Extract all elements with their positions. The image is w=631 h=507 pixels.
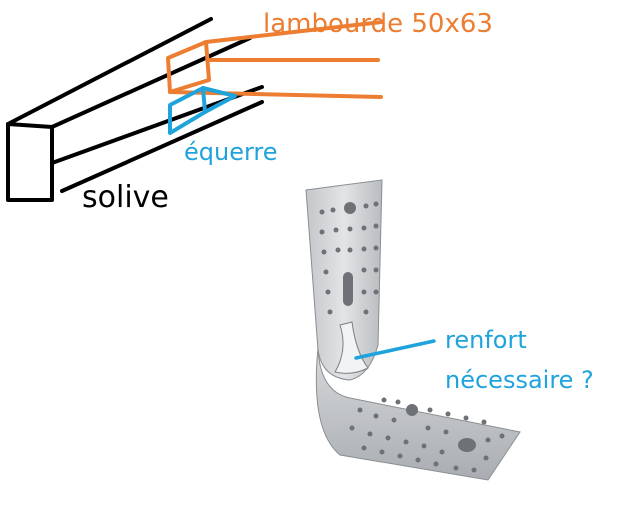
lambourde-top-edge [204, 20, 384, 44]
label-solive: solive [82, 180, 169, 215]
joist-sketch [6, 17, 264, 202]
label-renfort: renfort [445, 326, 527, 354]
bracket-rib [334, 321, 369, 374]
horizontal-leg-holes [349, 397, 505, 473]
bracket-fold [201, 86, 207, 114]
reinforcement-pointer [354, 339, 436, 360]
lambourde-end [166, 40, 211, 94]
label-necessaire: nécessaire ? [445, 366, 594, 394]
joist-end-face [6, 122, 54, 202]
label-equerre: équerre [184, 138, 278, 166]
bracket-sketch [168, 86, 237, 135]
vertical-leg-holes [319, 201, 379, 315]
vertical-slot [343, 272, 353, 306]
joist-top-edge-2 [50, 36, 252, 129]
bracket-shape [168, 86, 237, 135]
joist-bottom-edge [60, 100, 264, 193]
joist-top-edge [6, 17, 213, 126]
metal-bracket-illustration [305, 179, 521, 481]
label-lambourde: lambourde 50x63 [263, 9, 493, 39]
